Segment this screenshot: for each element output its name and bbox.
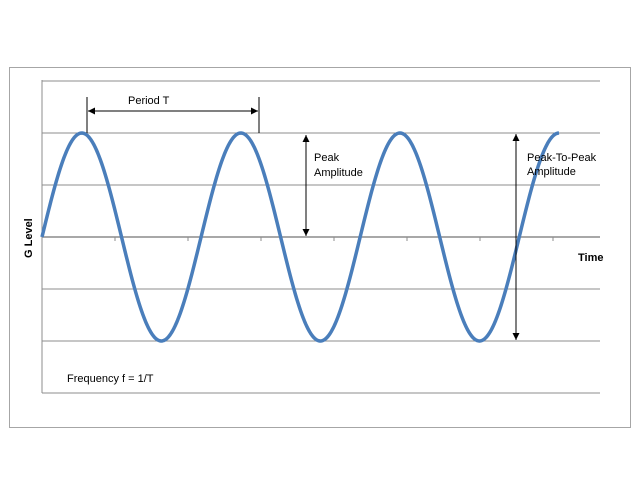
diagram-frame — [9, 67, 631, 428]
peak-amplitude-label: Peak Amplitude — [314, 152, 363, 179]
sine-wave-series — [40, 131, 560, 343]
y-axis-label: G Level — [23, 218, 35, 258]
peak-label-line-2: Amplitude — [314, 167, 363, 179]
x-axis-label: Time — [578, 252, 603, 264]
gridlines — [42, 80, 600, 394]
period-label: Period T — [128, 95, 170, 107]
x-axis-ticks — [41, 237, 554, 241]
peak-label-line-1: Peak — [314, 152, 340, 164]
peak-to-peak-label: Peak-To-Peak Amplitude — [527, 152, 599, 178]
p2p-label-line-2: Amplitude — [527, 166, 576, 178]
p2p-label-line-1: Peak-To-Peak — [527, 152, 597, 164]
frequency-formula: Frequency f = 1/T — [67, 373, 154, 385]
